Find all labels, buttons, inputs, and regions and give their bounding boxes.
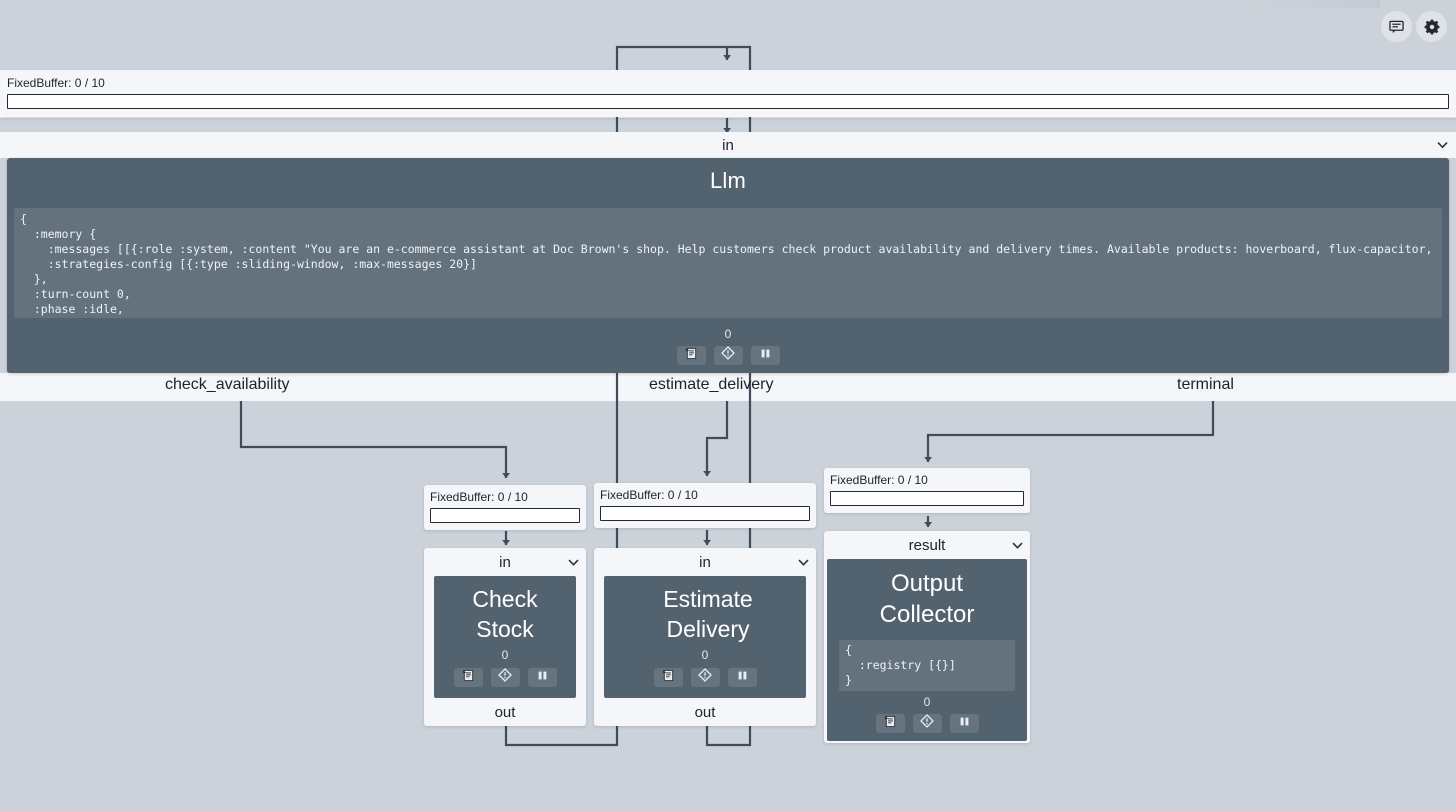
node-output-collector-state-code: { :registry [{}] } <box>839 640 1015 691</box>
node-check-stock-in-port[interactable]: in <box>424 548 586 576</box>
port-label: out <box>494 703 516 721</box>
node-output-collector-body: Output Collector { :registry [{}] } 0 <box>827 559 1027 741</box>
diagnostics-button[interactable] <box>912 714 942 733</box>
buffer-estimate-delivery[interactable]: FixedBuffer: 0 / 10 <box>594 483 816 528</box>
settings-button[interactable] <box>1416 11 1447 42</box>
node-estimate-delivery-toolbar <box>653 668 757 687</box>
diagnostics-button[interactable] <box>713 346 743 365</box>
canvas-band-top <box>0 0 1456 70</box>
inspect-state-button[interactable] <box>453 668 483 687</box>
buffer-llm-in[interactable]: FixedBuffer: 0 / 10 <box>0 70 1456 117</box>
inspect-state-button[interactable] <box>653 668 683 687</box>
port-label: in <box>699 553 711 571</box>
diamond-alert-icon <box>920 714 934 733</box>
node-llm-title: Llm <box>709 168 747 193</box>
chevron-down-icon[interactable] <box>798 554 809 571</box>
inspect-state-button[interactable] <box>875 714 905 733</box>
edge-label-terminal: terminal <box>1177 376 1234 393</box>
node-llm-count: 0 <box>724 327 732 341</box>
buffer-label: FixedBuffer: 0 / 10 <box>830 473 928 487</box>
llm-in-port-label: in <box>722 136 734 154</box>
node-output-collector-result-port[interactable]: result <box>824 531 1030 559</box>
diagnostics-button[interactable] <box>690 668 720 687</box>
node-check-stock[interactable]: in Check Stock 0 <box>424 548 586 726</box>
pause-button[interactable] <box>949 714 979 733</box>
pause-icon <box>759 347 772 365</box>
buffer-label: FixedBuffer: 0 / 10 <box>7 76 105 90</box>
llm-in-port[interactable]: in <box>0 132 1456 158</box>
buffer-fill-bar <box>7 94 1449 109</box>
node-output-collector-title-line1: Output <box>890 570 964 597</box>
chat-icon <box>1389 19 1404 34</box>
buffer-label: FixedBuffer: 0 / 10 <box>600 488 698 502</box>
node-estimate-delivery-title-line1: Estimate <box>663 586 753 612</box>
buffer-fill-bar <box>600 506 810 521</box>
node-llm[interactable]: Llm { :memory { :messages [[{:role :syst… <box>7 158 1449 373</box>
node-output-collector-toolbar <box>875 714 979 733</box>
node-check-stock-out-port[interactable]: out <box>424 698 586 726</box>
pause-icon <box>536 669 549 687</box>
edge-label-check-availability: check_availability <box>165 376 290 393</box>
chevron-down-icon[interactable] <box>568 554 579 571</box>
script-icon <box>462 669 475 687</box>
script-icon <box>662 669 675 687</box>
node-check-stock-title-line2: Stock <box>476 616 534 642</box>
buffer-fill-bar <box>430 508 580 523</box>
buffer-terminal[interactable]: FixedBuffer: 0 / 10 <box>824 468 1030 513</box>
node-check-stock-toolbar <box>453 668 557 687</box>
node-estimate-delivery-title-line2: Delivery <box>666 616 750 642</box>
edge-label-estimate-delivery: estimate_delivery <box>649 376 774 393</box>
node-estimate-delivery[interactable]: in Estimate Delivery 0 <box>594 548 816 726</box>
node-check-stock-body: Check Stock 0 <box>434 576 576 698</box>
chevron-down-icon[interactable] <box>1012 537 1023 554</box>
node-estimate-delivery-body: Estimate Delivery 0 <box>604 576 806 698</box>
diamond-alert-icon <box>498 668 512 687</box>
diamond-alert-icon <box>698 668 712 687</box>
port-label: in <box>499 553 511 571</box>
pause-button[interactable] <box>727 668 757 687</box>
buffer-fill-bar <box>830 491 1024 506</box>
gear-icon <box>1424 19 1440 35</box>
node-estimate-delivery-in-port[interactable]: in <box>594 548 816 576</box>
script-icon <box>685 347 698 365</box>
port-label: out <box>694 703 716 721</box>
inspect-state-button[interactable] <box>676 346 706 365</box>
pause-icon <box>958 715 971 733</box>
diamond-alert-icon <box>721 346 735 365</box>
node-estimate-delivery-out-port[interactable]: out <box>594 698 816 726</box>
diagnostics-button[interactable] <box>490 668 520 687</box>
chat-button[interactable] <box>1381 11 1412 42</box>
node-estimate-delivery-count: 0 <box>701 648 709 662</box>
buffer-label: FixedBuffer: 0 / 10 <box>430 490 528 504</box>
node-check-stock-count: 0 <box>501 648 509 662</box>
buffer-check-availability[interactable]: FixedBuffer: 0 / 10 <box>424 485 586 530</box>
canvas-band-gap <box>0 118 1456 132</box>
node-llm-state-code: { :memory { :messages [[{:role :system, … <box>14 208 1442 318</box>
node-output-collector[interactable]: result Output Collector { :registry [{}]… <box>824 531 1030 743</box>
top-panel-edge <box>1247 0 1380 8</box>
pause-icon <box>736 669 749 687</box>
port-label: result <box>908 536 946 554</box>
chevron-down-icon[interactable] <box>1437 136 1448 154</box>
node-check-stock-title-line1: Check <box>472 586 538 612</box>
node-output-collector-count: 0 <box>923 695 931 709</box>
node-output-collector-title-line2: Collector <box>879 601 975 628</box>
script-icon <box>884 715 897 733</box>
pause-button[interactable] <box>527 668 557 687</box>
pause-button[interactable] <box>750 346 780 365</box>
node-llm-toolbar <box>676 346 780 365</box>
